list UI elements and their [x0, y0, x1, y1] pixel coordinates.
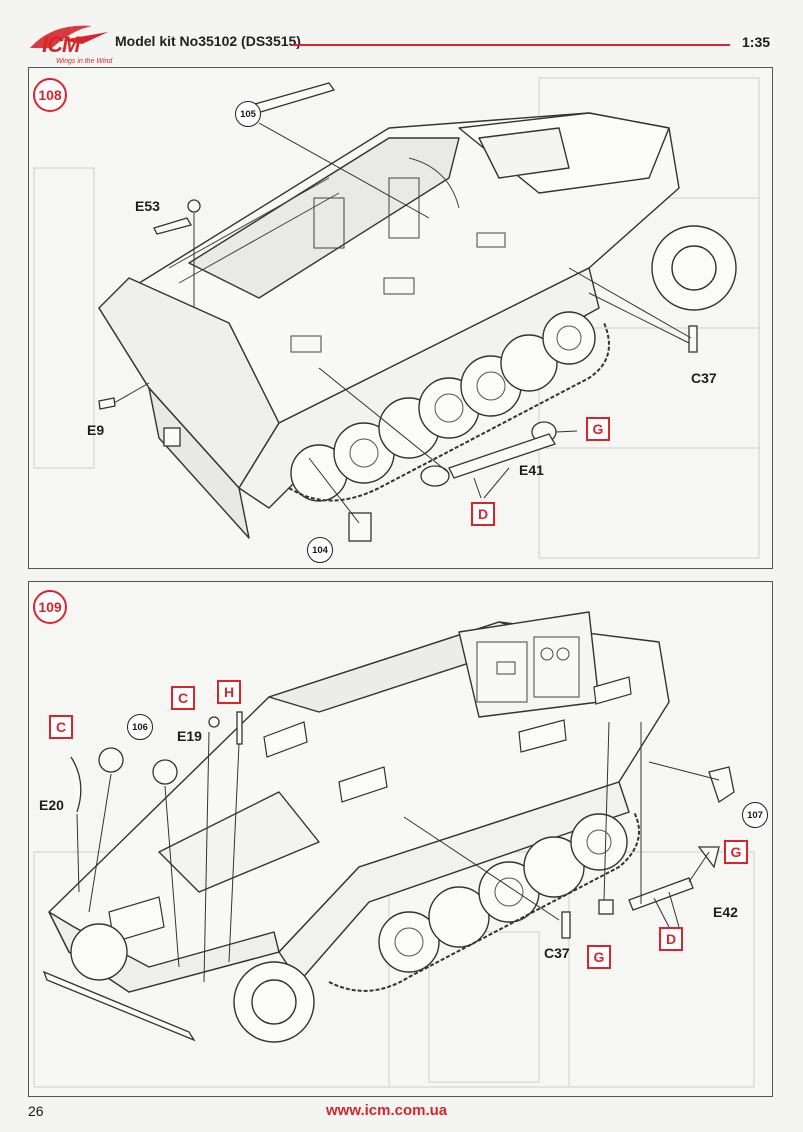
glue-code-box: G [587, 945, 611, 969]
reference-step-badge: 105 [235, 101, 261, 127]
step-108-drawing [33, 77, 760, 559]
glue-code-box: D [471, 502, 495, 526]
glue-code: H [223, 684, 235, 700]
part-label: C37 [691, 370, 717, 386]
glue-code: C [55, 719, 67, 735]
glue-code-box: G [724, 840, 748, 864]
glue-code-box: C [49, 715, 73, 739]
reference-step-badge: 107 [742, 802, 768, 828]
reference-step-badge: 106 [127, 714, 153, 740]
header-divider [292, 44, 730, 46]
model-kit-title: Model kit No35102 (DS3515) [115, 33, 301, 49]
glue-code: G [592, 421, 604, 437]
part-label: C37 [544, 945, 570, 961]
step-number: 108 [38, 87, 62, 103]
reference-step-badge: 104 [307, 537, 333, 563]
part-label: E9 [87, 422, 105, 438]
page-header: ICM Wings in the Wind Model kit No35102 … [0, 0, 803, 65]
part-label: E53 [135, 198, 160, 214]
website-link[interactable]: www.icm.com.ua [326, 1102, 448, 1119]
logo-tagline: Wings in the Wind [56, 58, 113, 65]
step-number-badge: 108 [33, 78, 67, 112]
icm-logo: ICM Wings in the Wind [22, 18, 112, 65]
glue-code: G [730, 844, 742, 860]
step-109-panel: 109 106 107 E19 E20 C37 E42 C H C G G D [28, 581, 773, 1097]
step-108-panel: 108 105 104 E53 E9 C37 E41 G D [28, 67, 773, 569]
part-label: E42 [713, 904, 738, 920]
page-number: 26 [28, 1103, 44, 1119]
step-number-badge: 109 [33, 590, 67, 624]
glue-code: D [477, 506, 489, 522]
part-label: E19 [177, 728, 202, 744]
glue-code: D [665, 931, 677, 947]
part-label: E41 [519, 462, 544, 478]
glue-code-box: H [217, 680, 241, 704]
glue-code-box: C [171, 686, 195, 710]
reference-step-number: 107 [747, 809, 763, 821]
step-number: 109 [38, 599, 62, 615]
glue-code: C [177, 690, 189, 706]
part-label: E20 [39, 797, 64, 813]
reference-step-number: 106 [132, 721, 148, 733]
logo-text: ICM [42, 32, 80, 57]
scale-label: 1:35 [742, 34, 771, 50]
glue-code: G [593, 949, 605, 965]
step-109-drawing [33, 611, 755, 1088]
glue-code-box: D [659, 927, 683, 951]
reference-step-number: 104 [312, 544, 328, 556]
reference-step-number: 105 [240, 108, 256, 120]
glue-code-box: G [586, 417, 610, 441]
